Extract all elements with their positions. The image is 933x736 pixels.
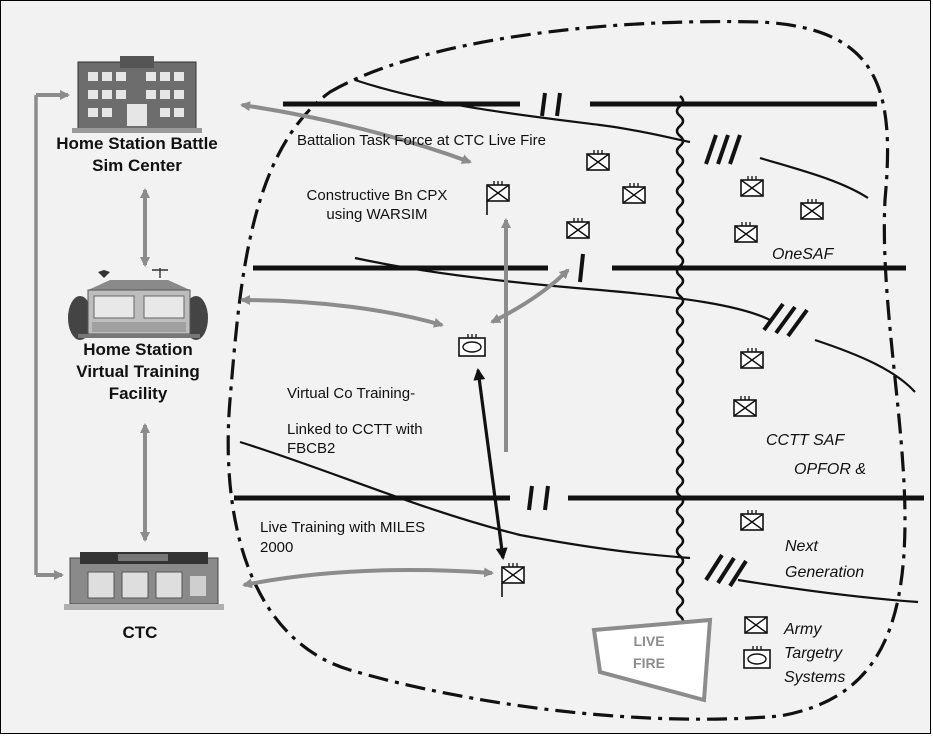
live-unit-symbol (502, 563, 524, 597)
ctc-label: CTC (110, 622, 170, 644)
boundary-ticks (529, 93, 583, 510)
army-legend-unit (745, 617, 767, 633)
targetry-legend-unit (744, 646, 770, 668)
live-training-line2: 2000 (260, 538, 293, 557)
battle-sim-center-line2: Sim Center (28, 155, 246, 177)
targetry-label: Targetry (784, 644, 842, 663)
live-training-line1: Live Training with MILES (260, 518, 425, 537)
constructive-line2: using WARSIM (292, 205, 462, 224)
cctt-saf-label: CCTT SAF (766, 431, 844, 450)
vtf-line2: Virtual Training (48, 361, 228, 383)
live-fire-line2: FIRE (624, 652, 674, 674)
battle-sim-center-line1: Home Station Battle (28, 133, 246, 155)
onesaf-label: OneSAF (772, 245, 833, 264)
army-label: Army (784, 620, 821, 639)
generation-label: Generation (785, 563, 864, 582)
virtual-training-facility-building-icon (68, 268, 208, 340)
battle-sim-center-building-icon (72, 56, 202, 133)
live-fire-line1: LIVE (624, 630, 674, 652)
unit-symbol (623, 183, 645, 203)
virtual-training-facility-label: Home Station Virtual Training Facility (48, 339, 228, 405)
next-label: Next (785, 537, 818, 556)
virtual-co-training-line3: FBCB2 (287, 439, 335, 458)
opfor-unit-symbol (801, 199, 823, 219)
systems-label: Systems (784, 668, 845, 687)
obstacle-line (677, 96, 683, 626)
vtf-line1: Home Station (48, 339, 228, 361)
bn-task-force-label: Battalion Task Force at CTC Live Fire (297, 131, 546, 150)
unit-symbol (567, 218, 589, 238)
black-link-arrow (478, 370, 503, 558)
virtual-unit-symbol (459, 334, 485, 356)
area-boundary (228, 22, 905, 720)
constructive-bn-cpx-label: Constructive Bn CPX using WARSIM (292, 186, 462, 224)
opfor-unit-symbol (741, 510, 763, 530)
opfor-label: OPFOR & (794, 460, 866, 479)
unit-symbol (587, 150, 609, 170)
constructive-line1: Constructive Bn CPX (292, 186, 462, 205)
opfor-unit-symbol (741, 348, 763, 368)
ctc-building-icon (64, 552, 224, 610)
constructive-unit-symbol (487, 181, 509, 215)
vtf-line3: Facility (48, 383, 228, 405)
virtual-co-training-line1: Virtual Co Training- (287, 384, 415, 403)
opfor-unit-symbol (735, 222, 757, 242)
virtual-co-training-line2: Linked to CCTT with (287, 420, 423, 439)
opfor-unit-symbol (741, 176, 763, 196)
battle-sim-center-label: Home Station Battle Sim Center (28, 133, 246, 177)
live-fire-label: LIVE FIRE (624, 630, 674, 674)
opfor-unit-symbol (734, 396, 756, 416)
